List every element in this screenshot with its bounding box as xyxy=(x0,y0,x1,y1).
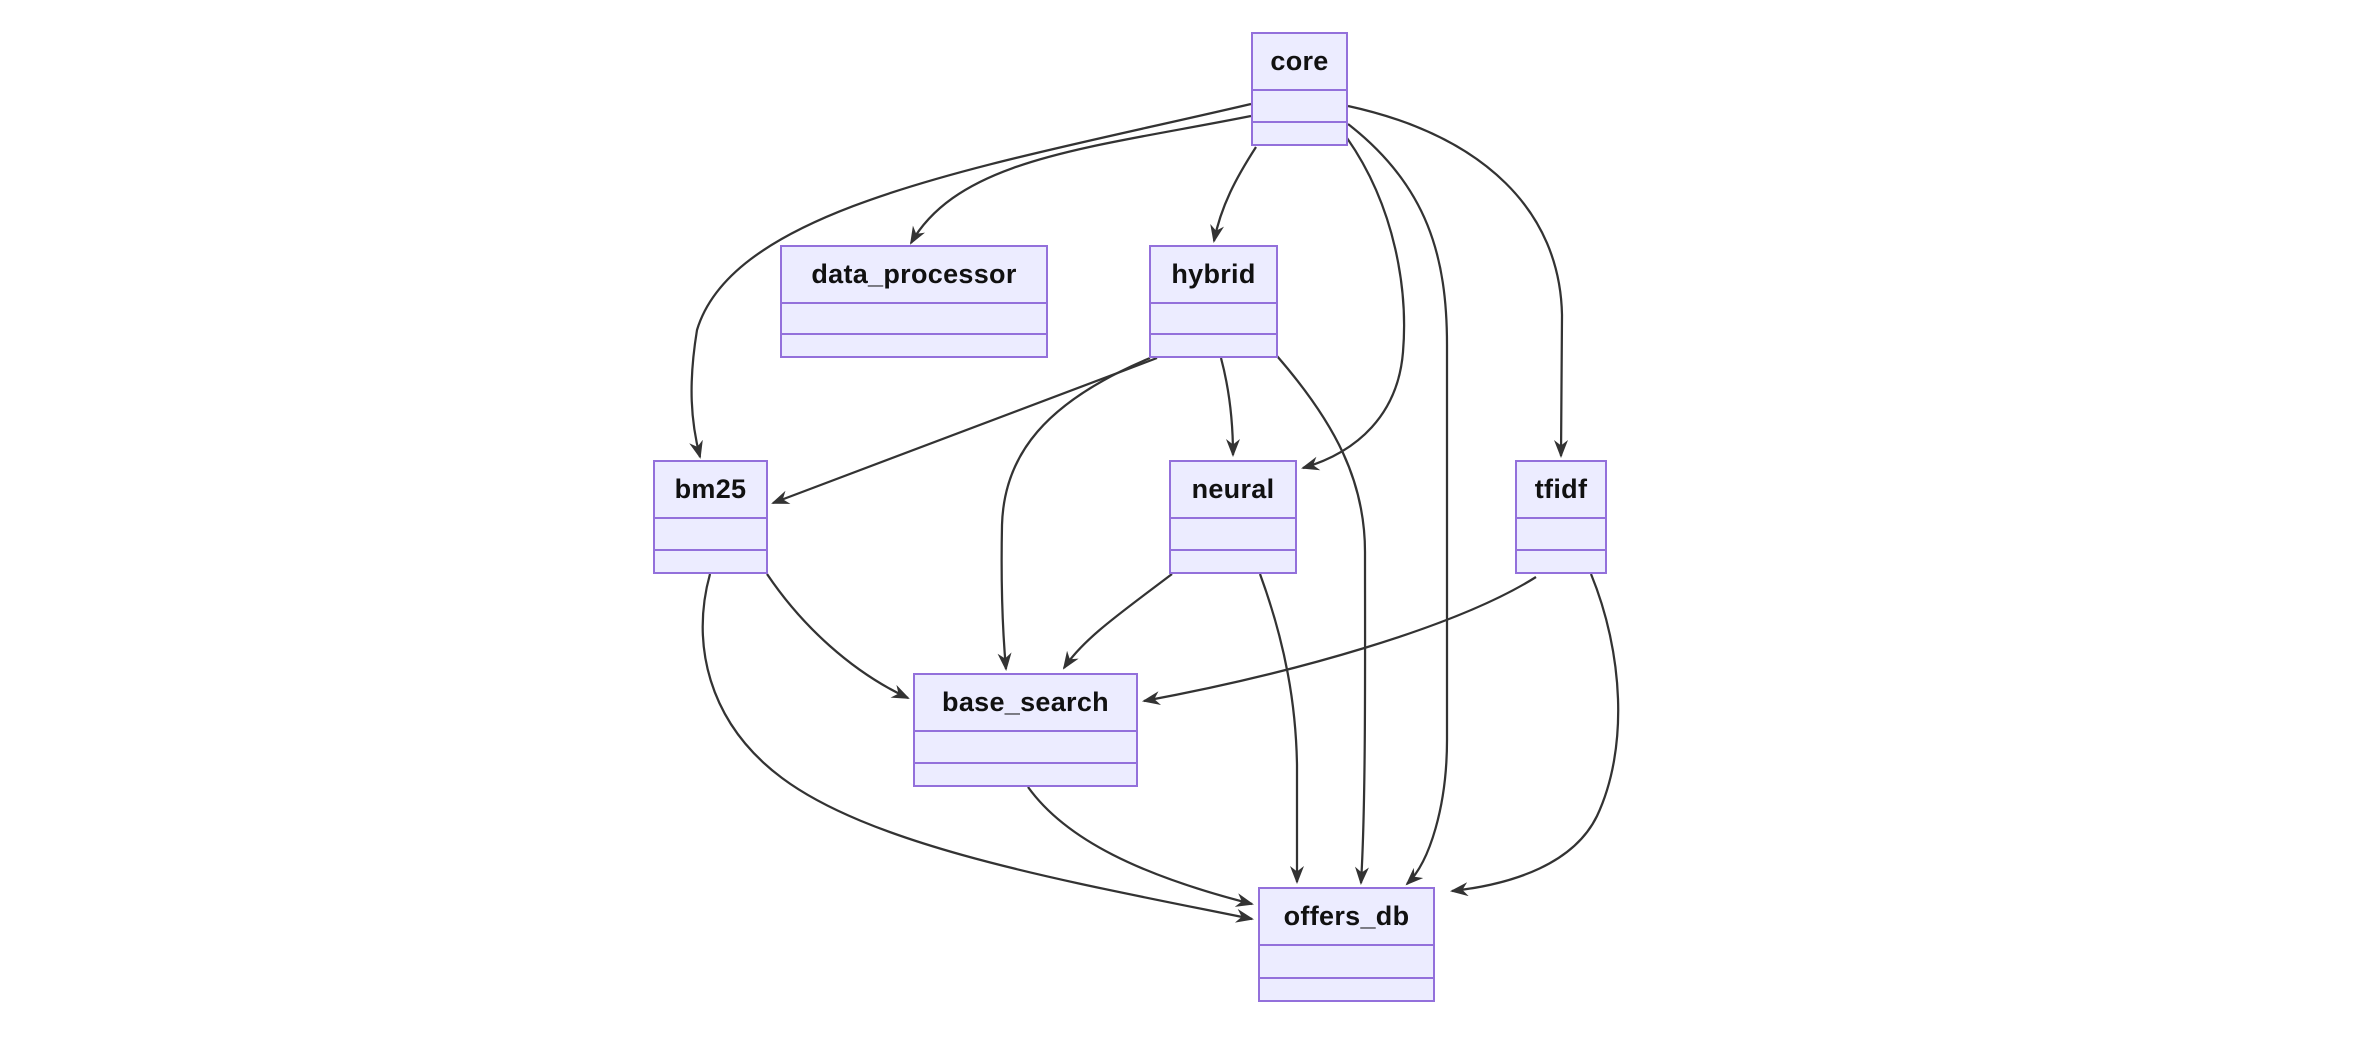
edge-bm25-to-offers-db xyxy=(701,573,1254,923)
class-attributes-compartment xyxy=(655,519,766,551)
edge-neural-to-offers-db xyxy=(1258,573,1304,884)
class-title-offers-db: offers_db xyxy=(1260,889,1433,946)
edge-core-to-hybrid xyxy=(1210,146,1257,243)
class-box-core: core xyxy=(1251,32,1348,146)
class-attributes-compartment xyxy=(782,304,1046,335)
edge-tfidf-to-offers-db xyxy=(1450,573,1620,897)
class-title-tfidf: tfidf xyxy=(1517,462,1605,519)
class-box-data-processor: data_processor xyxy=(780,245,1048,358)
class-attributes-compartment xyxy=(1517,519,1605,551)
class-attributes-compartment xyxy=(1151,304,1276,335)
class-methods-compartment xyxy=(1151,335,1276,356)
edge-core-to-data-processor xyxy=(909,114,1252,245)
class-methods-compartment xyxy=(1253,123,1346,144)
class-box-neural: neural xyxy=(1169,460,1297,574)
edge-core-to-tfidf xyxy=(1347,104,1569,458)
edge-hybrid-to-bm25 xyxy=(771,356,1158,505)
edge-bm25-to-base-search xyxy=(766,573,910,700)
class-attributes-compartment xyxy=(1253,91,1346,123)
edge-base-search-to-offers-db xyxy=(1027,786,1254,907)
class-attributes-compartment xyxy=(1171,519,1295,551)
class-methods-compartment xyxy=(1171,551,1295,572)
edge-hybrid-to-offers-db xyxy=(1276,355,1369,885)
edge-core-to-offers-db xyxy=(1347,123,1449,886)
class-attributes-compartment xyxy=(1260,946,1433,979)
class-methods-compartment xyxy=(1260,979,1433,1000)
edge-neural-to-base-search xyxy=(1062,573,1173,670)
class-box-base-search: base_search xyxy=(913,673,1138,787)
edge-tfidf-to-base-search xyxy=(1142,576,1537,705)
class-title-core: core xyxy=(1253,34,1346,91)
class-box-offers-db: offers_db xyxy=(1258,887,1435,1002)
edge-hybrid-to-base-search xyxy=(997,356,1151,671)
class-methods-compartment xyxy=(655,551,766,572)
edge-core-to-neural xyxy=(1301,137,1406,471)
class-methods-compartment xyxy=(915,764,1136,785)
class-title-hybrid: hybrid xyxy=(1151,247,1276,304)
edge-core-to-bm25 xyxy=(689,102,1252,459)
class-title-data-processor: data_processor xyxy=(782,247,1046,304)
class-box-tfidf: tfidf xyxy=(1515,460,1607,574)
class-methods-compartment xyxy=(1517,551,1605,572)
class-title-bm25: bm25 xyxy=(655,462,766,519)
class-title-neural: neural xyxy=(1171,462,1295,519)
class-box-bm25: bm25 xyxy=(653,460,768,574)
class-methods-compartment xyxy=(782,335,1046,356)
edge-hybrid-to-neural xyxy=(1219,357,1240,457)
class-title-base-search: base_search xyxy=(915,675,1136,732)
class-attributes-compartment xyxy=(915,732,1136,764)
class-box-hybrid: hybrid xyxy=(1149,245,1278,358)
